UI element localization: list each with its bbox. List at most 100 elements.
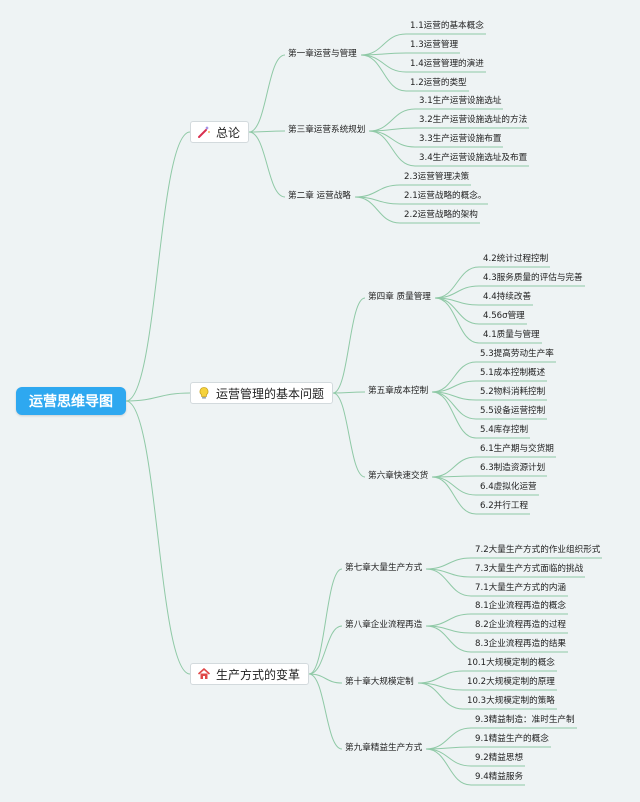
leaf-node[interactable]: 2.1运营战略的概念。 [404, 191, 487, 201]
connector-curve [332, 297, 366, 394]
connector-curve [417, 670, 464, 684]
connector-curve [425, 748, 472, 767]
connector-curve [368, 130, 416, 148]
leaf-node[interactable]: 3.1生产运营设施选址 [419, 96, 502, 106]
leaf-node[interactable]: 3.3生产运营设施布置 [419, 134, 502, 144]
chapter-node[interactable]: 第三章运营系统规划 [288, 125, 366, 135]
chapter-node[interactable]: 第八章企业流程再造 [345, 620, 423, 630]
leaf-node[interactable]: 5.2物料消耗控制 [480, 387, 546, 397]
leaf-node[interactable]: 9.4精益服务 [475, 772, 524, 782]
connector-curve [425, 613, 472, 627]
leaf-node[interactable]: 7.1大量生产方式的内涵 [475, 583, 567, 593]
leaf-node[interactable]: 7.3大量生产方式面临的挑战 [475, 564, 584, 574]
chapter-node[interactable]: 第一章运营与管理 [288, 49, 357, 59]
connector-curve [434, 297, 480, 344]
leaf-node[interactable]: 5.3提高劳动生产率 [480, 349, 554, 359]
chapter-node[interactable]: 第二章 运营战略 [288, 191, 351, 201]
leaf-node[interactable]: 10.2大规模定制的原理 [467, 677, 555, 687]
leaf-node[interactable]: 5.5设备运营控制 [480, 406, 546, 416]
leaf-node[interactable]: 6.4虚拟化运营 [480, 482, 537, 492]
connector-curve [431, 476, 477, 496]
connector-curve [434, 266, 480, 299]
connector-curve [360, 33, 407, 56]
home-icon [197, 667, 211, 681]
connector-curve [332, 391, 366, 394]
connector-curve [431, 456, 477, 478]
root-node[interactable]: 运营思维导图 [16, 387, 126, 415]
leaf-node[interactable]: 9.3精益制造：准时生产制 [475, 715, 575, 725]
connector-curve [425, 748, 472, 786]
leaf-node[interactable]: 4.4持续改善 [483, 292, 532, 302]
topic-node[interactable]: 运营管理的基本问题 [190, 382, 334, 404]
connector-curve [360, 54, 407, 92]
connector-curve [368, 130, 416, 167]
leaf-node[interactable]: 2.2运营战略的架构 [404, 210, 478, 220]
topic-label: 生产方式的变革 [216, 667, 301, 682]
connector-curve [431, 391, 477, 439]
connector-curve [125, 392, 191, 402]
leaf-node[interactable]: 5.4库存控制 [480, 425, 529, 435]
leaf-node[interactable]: 10.3大规模定制的策略 [467, 696, 555, 706]
leaf-node[interactable]: 4.3服务质量的评估与完善 [483, 273, 583, 283]
leaf-node[interactable]: 1.1运营的基本概念 [410, 21, 484, 31]
leaf-node[interactable]: 8.2企业流程再造的过程 [475, 620, 567, 630]
connector-curve [332, 392, 366, 478]
connector-curve [308, 673, 343, 684]
leaf-node[interactable]: 9.1精益生产的概念 [475, 734, 549, 744]
leaf-node[interactable]: 6.1生产期与交货期 [480, 444, 554, 454]
connector-curve [248, 54, 286, 133]
connector-curve [125, 400, 191, 675]
topic-label: 总论 [216, 125, 241, 140]
connector-curve [425, 727, 472, 750]
chapter-node[interactable]: 第四章 质量管理 [368, 292, 431, 302]
connector-curve [125, 131, 191, 402]
leaf-node[interactable]: 9.2精益思想 [475, 753, 524, 763]
leaf-node[interactable]: 8.1企业流程再造的概念 [475, 601, 567, 611]
connector-curve [368, 127, 416, 132]
connector-curve [368, 108, 416, 132]
connector-curve [308, 625, 343, 675]
leaf-node[interactable]: 2.3运营管理决策 [404, 172, 470, 182]
connector-curve [360, 54, 407, 73]
connector-curve [425, 625, 472, 653]
leaf-node[interactable]: 5.1成本控制概述 [480, 368, 546, 378]
connector-curve [417, 682, 464, 710]
leaf-node[interactable]: 4.1质量与管理 [483, 330, 540, 340]
connector-curve [354, 196, 401, 224]
leaf-node[interactable]: 10.1大规模定制的概念 [467, 658, 555, 668]
topic-label: 运营管理的基本问题 [216, 386, 325, 401]
connector-curve [434, 285, 480, 299]
connector-curve [425, 557, 472, 570]
connector-curve [308, 568, 343, 675]
chapter-node[interactable]: 第九章精益生产方式 [345, 743, 423, 753]
topic-node[interactable]: 生产方式的变革 [190, 663, 310, 685]
connector-curve [248, 131, 286, 198]
leaf-node[interactable]: 1.2运营的类型 [410, 78, 467, 88]
leaf-node[interactable]: 7.2大量生产方式的作业组织形式 [475, 545, 601, 555]
leaf-node[interactable]: 4.2统计过程控制 [483, 254, 549, 264]
connector-curve [308, 673, 343, 750]
leaf-node[interactable]: 4.56σ管理 [483, 311, 525, 321]
leaf-node[interactable]: 1.4运营管理的演进 [410, 59, 484, 69]
leaf-node[interactable]: 6.3制造资源计划 [480, 463, 546, 473]
leaf-node[interactable]: 8.3企业流程再造的结果 [475, 639, 567, 649]
connector-curve [248, 130, 286, 133]
leaf-node[interactable]: 3.2生产运营设施选址的方法 [419, 115, 528, 125]
connector-curve [354, 184, 401, 198]
chapter-node[interactable]: 第五章成本控制 [368, 386, 429, 396]
connector-curve [431, 476, 477, 515]
chapter-node[interactable]: 第十章大规模定制 [345, 677, 414, 687]
leaf-node[interactable]: 3.4生产运营设施选址及布置 [419, 153, 528, 163]
connector-curve [425, 568, 472, 597]
chapter-node[interactable]: 第六章快速交货 [368, 471, 429, 481]
topic-node[interactable]: 总论 [190, 121, 250, 143]
connector-curve [431, 380, 477, 393]
leaf-node[interactable]: 1.3运营管理 [410, 40, 459, 50]
magic-wand-icon [197, 125, 211, 139]
connector-curve [431, 361, 477, 393]
chapter-node[interactable]: 第七章大量生产方式 [345, 563, 423, 573]
lightbulb-icon [197, 386, 211, 400]
leaf-node[interactable]: 6.2并行工程 [480, 501, 529, 511]
